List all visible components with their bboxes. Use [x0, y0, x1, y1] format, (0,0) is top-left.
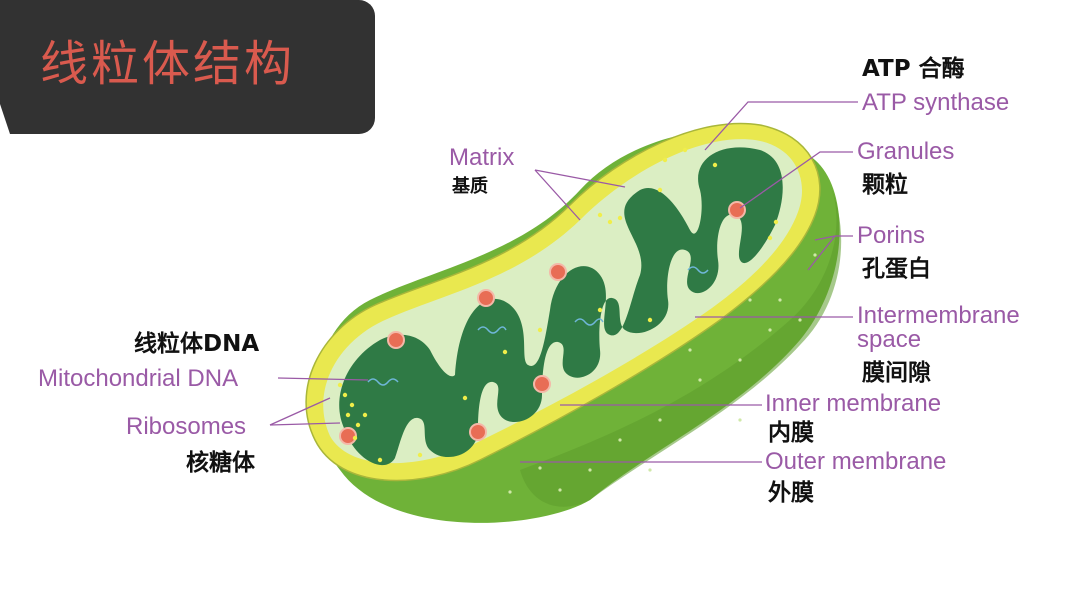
leader-porins-2: [814, 235, 836, 241]
leader-matrix-1: [534, 169, 581, 221]
outer-membrane-label: Outer membrane: [765, 448, 947, 475]
intermembrane-space-label-zh: 膜间隙: [862, 360, 931, 386]
ribosome-dot: [355, 422, 361, 428]
ribosome-dot: [349, 402, 355, 408]
porin-dot: [508, 490, 512, 494]
ribosome-dot: [773, 219, 779, 225]
ribosome-dot: [362, 412, 368, 418]
inner-membrane-label-zh: 内膜: [768, 420, 814, 446]
ribosomes-label: Ribosomes: [126, 413, 247, 440]
leader-ribosomes-2: [269, 422, 341, 426]
ribosome-dot: [352, 435, 358, 441]
ribosomes-label-zh: 核糖体: [186, 450, 255, 476]
ribosome-dot: [617, 215, 623, 221]
porin-dot: [658, 418, 662, 422]
porin-dot: [748, 298, 752, 302]
mtdna-strand: [367, 378, 399, 386]
inner-membrane-label: Inner membrane: [765, 390, 942, 417]
porin-dot: [538, 466, 542, 470]
leader-atp-synthase: [704, 101, 858, 151]
leader-mtdna: [277, 377, 369, 381]
ribosome-dot: [537, 327, 543, 333]
matrix-label: Matrix: [449, 144, 515, 171]
mtdna-strands: [367, 266, 709, 386]
intermembrane-space-label-1: Intermembrane: [857, 302, 1020, 329]
page-title: 线粒体结构: [40, 36, 296, 92]
title-banner-notch: [0, 104, 10, 134]
mitochondrial-dna-label: Mitochondrial DNA: [38, 365, 239, 392]
atp-synthase-label-zh: ATP 合酶: [862, 56, 965, 82]
outer-membrane-label-zh: 外膜: [768, 480, 814, 506]
leader-matrix-2: [534, 169, 626, 188]
ribosome-dot: [597, 307, 603, 313]
intermembrane-space-label-2: space: [857, 326, 922, 353]
granules-label: Granules: [857, 138, 955, 165]
ribosome-dot: [377, 457, 383, 463]
ribosome-dot: [767, 235, 773, 241]
porin-dot: [648, 468, 652, 472]
porin-dot: [778, 298, 782, 302]
ribosome-dot: [417, 452, 423, 458]
mitochondrial-dna-label-zh: 线粒体DNA: [134, 331, 260, 357]
leader-granules: [739, 151, 853, 209]
ribosome-dot: [337, 382, 343, 388]
porin-dot: [798, 318, 802, 322]
granule: [549, 263, 567, 281]
ribosome-dots-layer: [337, 147, 779, 463]
ribosome-dot: [342, 392, 348, 398]
porin-dot: [698, 378, 702, 382]
porin-dot: [558, 488, 562, 492]
mtdna-strand: [687, 266, 709, 274]
ribosome-dot: [657, 187, 663, 193]
ribosome-dot: [607, 219, 613, 225]
granule: [339, 427, 357, 445]
porins-label: Porins: [857, 222, 926, 249]
matrix-label-zh: 基质: [452, 176, 488, 197]
mtdna-strand: [574, 318, 604, 326]
ribosome-dot: [502, 349, 508, 355]
ribosome-dot: [462, 395, 468, 401]
surface-dots-layer: [508, 253, 817, 494]
granules-label-zh: 颗粒: [862, 172, 908, 198]
granule: [533, 375, 551, 393]
ribosome-dot: [662, 157, 668, 163]
ribosome-dot: [345, 412, 351, 418]
granule: [469, 423, 487, 441]
porin-dot: [688, 348, 692, 352]
porin-dot: [813, 253, 817, 257]
ribosome-dot: [597, 212, 603, 218]
granule: [728, 201, 746, 219]
porins-label-zh: 孔蛋白: [862, 256, 931, 282]
ribosome-dot: [647, 317, 653, 323]
porin-dot: [738, 418, 742, 422]
atp-synthase-label: ATP synthase: [862, 89, 1010, 116]
title-banner: 线粒体结构: [0, 0, 375, 134]
ribosome-dot: [712, 162, 718, 168]
porin-dot: [618, 438, 622, 442]
inner-matrix: [339, 147, 783, 466]
mtdna-strand: [477, 326, 507, 334]
porin-dot: [738, 358, 742, 362]
porin-dot: [588, 468, 592, 472]
mitochondrion-body-side-shade: [520, 185, 842, 507]
granule: [477, 289, 495, 307]
ribosome-dot: [682, 147, 688, 153]
porin-dot: [768, 328, 772, 332]
granules-layer: [339, 201, 746, 445]
granule: [387, 331, 405, 349]
leader-ribosomes-1: [269, 397, 331, 426]
